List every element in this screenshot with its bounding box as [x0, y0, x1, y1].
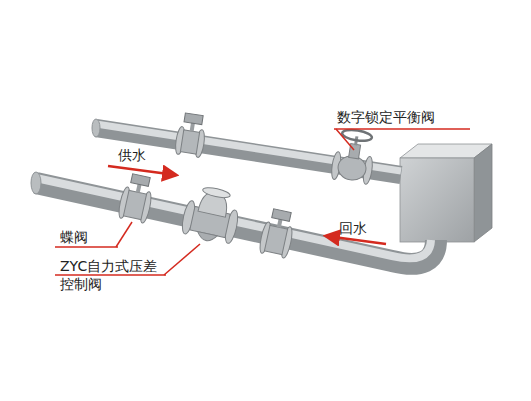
flow-label: 供水	[118, 146, 146, 164]
valve-label: ZYC自力式压差 控制阀	[60, 257, 172, 293]
flow-label: 回水	[339, 219, 367, 237]
valve-label: 数字锁定平衡阀	[337, 108, 435, 126]
valve-label: 蝶阀	[60, 228, 88, 246]
